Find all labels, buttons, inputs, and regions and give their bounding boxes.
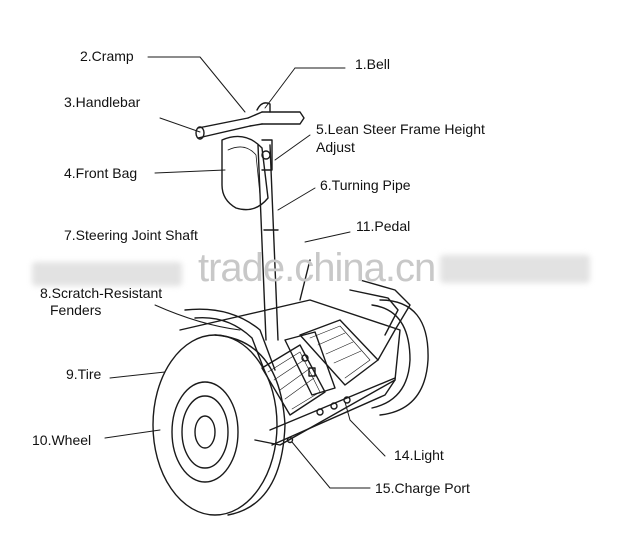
rear-wheel bbox=[372, 300, 428, 415]
label-turning-pipe: 6.Turning Pipe bbox=[320, 177, 411, 193]
blurred-text-left bbox=[32, 262, 182, 286]
fenders bbox=[185, 260, 410, 372]
label-fenders: 8.Scratch-Resistant bbox=[40, 285, 163, 301]
label-charge-port: 15.Charge Port bbox=[375, 480, 470, 496]
steering-column bbox=[258, 145, 278, 340]
watermark: trade.china.cn bbox=[198, 246, 436, 290]
label-fenders-2: Fenders bbox=[50, 302, 102, 318]
center-console bbox=[285, 332, 335, 395]
label-front-bag: 4.Front Bag bbox=[64, 165, 138, 181]
label-steering-joint: 7.Steering Joint Shaft bbox=[64, 227, 198, 243]
label-tire: 9.Tire bbox=[66, 366, 102, 382]
label-pedal: 11.Pedal bbox=[356, 218, 411, 234]
handlebar bbox=[196, 103, 304, 139]
label-height-adjust-2: Adjust bbox=[316, 139, 355, 155]
blurred-text-right bbox=[440, 255, 590, 283]
label-bell: 1.Bell bbox=[355, 56, 391, 72]
label-height-adjust: 5.Lean Steer Frame Height bbox=[316, 121, 485, 137]
label-cramp: 2.Cramp bbox=[80, 48, 134, 64]
label-handlebar: 3.Handlebar bbox=[64, 94, 141, 110]
leader-lines bbox=[105, 57, 385, 488]
front-wheel-rim bbox=[172, 382, 238, 482]
front-bag bbox=[222, 136, 268, 209]
front-tire bbox=[153, 335, 285, 515]
height-adjust-knob bbox=[262, 140, 272, 170]
label-light: 14.Light bbox=[394, 447, 444, 463]
pedal-left bbox=[262, 345, 325, 415]
label-wheel: 10.Wheel bbox=[32, 432, 92, 448]
lights bbox=[288, 397, 351, 443]
